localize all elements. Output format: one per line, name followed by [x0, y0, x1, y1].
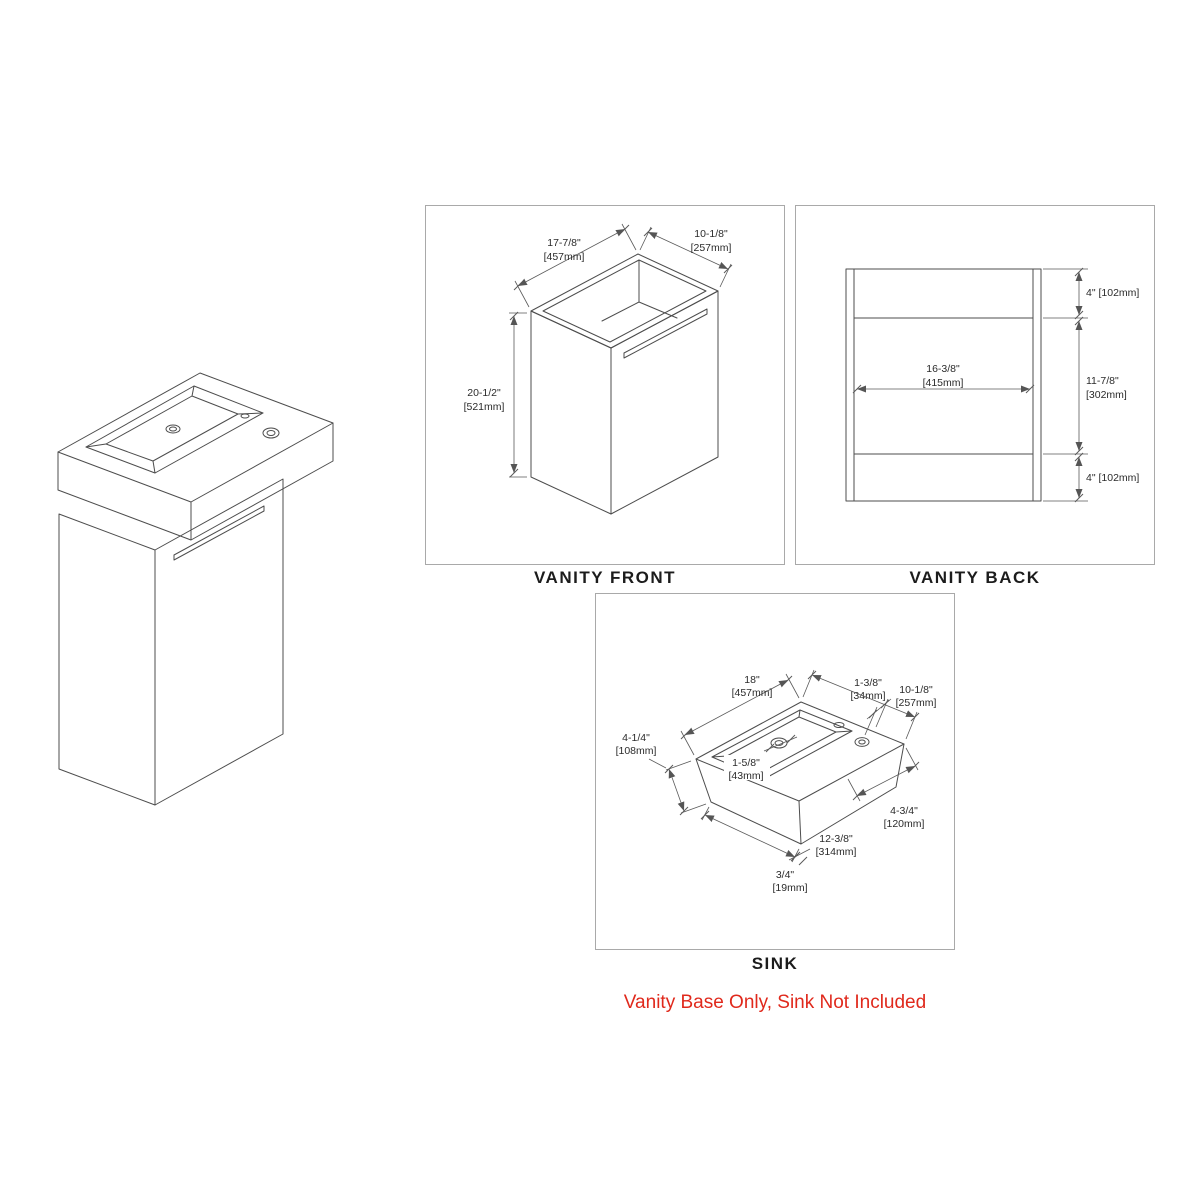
- back-toprail-dim: 4" [102mm]: [1086, 287, 1139, 299]
- back-width-mm: [415mm]: [923, 377, 964, 389]
- sink-drain-mm: [43mm]: [728, 770, 763, 782]
- sink-basin-mm: [314mm]: [816, 846, 857, 858]
- sink-basin-corners: [711, 709, 853, 780]
- back-middle-mm: [302mm]: [1086, 389, 1127, 401]
- sink-depth-dimline: [811, 674, 916, 718]
- front-height-inches: 20-1/2": [467, 387, 501, 399]
- back-view-panel: 16-3/8" [415mm] 4" [102mm] 11-7/8" [302m…: [795, 205, 1155, 565]
- slab-sides: [57, 422, 334, 541]
- isometric-vanity-drawing: [57, 372, 334, 806]
- basin-bottom: [105, 395, 239, 462]
- sink-depth-inches: 10-1/8": [899, 684, 933, 696]
- sink-lip-mm: [19mm]: [772, 882, 807, 894]
- sink-view-panel: 18" [457mm] 1-3/8" [34mm] 10-1/8" [257mm…: [595, 593, 955, 950]
- sink-drain-label-bg: [724, 755, 770, 780]
- back-middle-inches: 11-7/8": [1086, 375, 1119, 387]
- faucet-hole-inner: [266, 430, 276, 436]
- sink-faucet-hole: [854, 737, 870, 747]
- front-depth-ticks: [643, 227, 733, 274]
- back-rail-lines: [853, 317, 1034, 455]
- sink-deck-inches: 4-3/4": [890, 805, 918, 817]
- sink-height-dimline: [668, 768, 685, 812]
- front-height-ticks: [509, 311, 519, 478]
- back-width-inches: 16-3/8": [926, 363, 960, 375]
- back-outline: [845, 268, 1042, 502]
- cabinet-inner-rim: [542, 259, 707, 343]
- front-depth-inches: 10-1/8": [694, 228, 728, 240]
- basin-rim: [85, 385, 264, 474]
- front-height-mm: [521mm]: [464, 401, 505, 413]
- front-door-handle: [623, 308, 708, 359]
- cabinet-interior-lines: [601, 259, 678, 322]
- sink-drain-ticks: [765, 734, 796, 753]
- sink-height-inches: 4-1/4": [622, 732, 650, 744]
- drain-hole-inner: [169, 426, 177, 432]
- sink-depth-mm: [257mm]: [896, 697, 937, 709]
- front-height-extensions: [509, 312, 527, 478]
- sink-width-mm: [457mm]: [732, 687, 773, 699]
- back-view-drawing: 16-3/8" [415mm] 4" [102mm] 11-7/8" [302m…: [845, 267, 1139, 503]
- front-width-dimline: [517, 228, 626, 287]
- front-width-extensions: [514, 223, 637, 308]
- sink-width-ticks: [680, 675, 793, 740]
- back-bottomrail-dim: 4" [102mm]: [1086, 472, 1139, 484]
- sink-view-label: SINK: [751, 954, 799, 973]
- sink-basin-inches: 12-3/8": [819, 833, 853, 845]
- back-bottomrail-ticks: [1074, 452, 1084, 503]
- sink-faucet-hole-inner: [858, 739, 866, 745]
- front-width-inches: 17-7/8": [547, 237, 581, 249]
- sink-width-inches: 18": [744, 674, 760, 686]
- sink-height-ticks: [664, 764, 689, 816]
- back-width-ticks: [852, 384, 1035, 394]
- back-side-panels: [853, 268, 1034, 502]
- cabinet-front-face: [530, 310, 612, 515]
- sink-lip-inches: 3/4": [776, 869, 795, 881]
- cabinet-right-face: [154, 478, 284, 806]
- sink-lip-ticks: [791, 851, 808, 866]
- sink-not-included-note: Vanity Base Only, Sink Not Included: [623, 992, 927, 1013]
- sink-deck-ticks: [852, 761, 920, 801]
- sink-view-drawing: 18" [457mm] 1-3/8" [34mm] 10-1/8" [257mm…: [616, 669, 937, 894]
- faucet-hole: [262, 427, 280, 439]
- front-depth-dimline: [647, 231, 729, 270]
- front-view-label: VANITY FRONT: [533, 568, 677, 587]
- sink-height-mm: [108mm]: [616, 745, 657, 757]
- sink-deck-extensions: [847, 747, 919, 802]
- back-toprail-ticks: [1074, 267, 1084, 320]
- sink-basin-extensions: [701, 806, 800, 863]
- front-width-mm: [457mm]: [544, 251, 585, 263]
- sink-faucet-mm: [34mm]: [850, 690, 885, 702]
- back-middle-ticks: [1074, 316, 1084, 456]
- drain-hole: [165, 424, 181, 434]
- sink-faucet-inches: 1-3/8": [854, 677, 882, 689]
- cabinet-side-face: [610, 290, 719, 515]
- back-right-extensions: [1043, 268, 1088, 502]
- sink-deck-dimline: [856, 765, 916, 797]
- sink-lip-dimline: [788, 848, 811, 861]
- back-view-label: VANITY BACK: [909, 568, 1041, 587]
- cabinet-left-face: [58, 513, 156, 806]
- basin-corner-lines: [85, 385, 264, 474]
- sink-height-extensions: [648, 758, 707, 814]
- sink-drain-hole: [770, 737, 788, 749]
- front-view-drawing: 17-7/8" [457mm] 10-1/8" [257mm] 20-1/2" …: [464, 223, 733, 515]
- front-depth-mm: [257mm]: [691, 242, 732, 254]
- sink-basin-dimline: [704, 814, 796, 858]
- sink-width-extensions: [680, 673, 800, 756]
- sink-overflow-slot: [833, 722, 845, 728]
- door-handle: [173, 505, 265, 561]
- sink-drain-inches: 1-5/8": [732, 757, 760, 769]
- overflow-slot: [240, 413, 250, 419]
- sink-depth-ticks: [807, 670, 920, 722]
- front-width-ticks: [513, 224, 630, 291]
- sink-width-dimline: [684, 679, 789, 736]
- front-view-panel: 17-7/8" [457mm] 10-1/8" [257mm] 20-1/2" …: [425, 205, 785, 565]
- sink-deck-mm: [120mm]: [884, 818, 925, 830]
